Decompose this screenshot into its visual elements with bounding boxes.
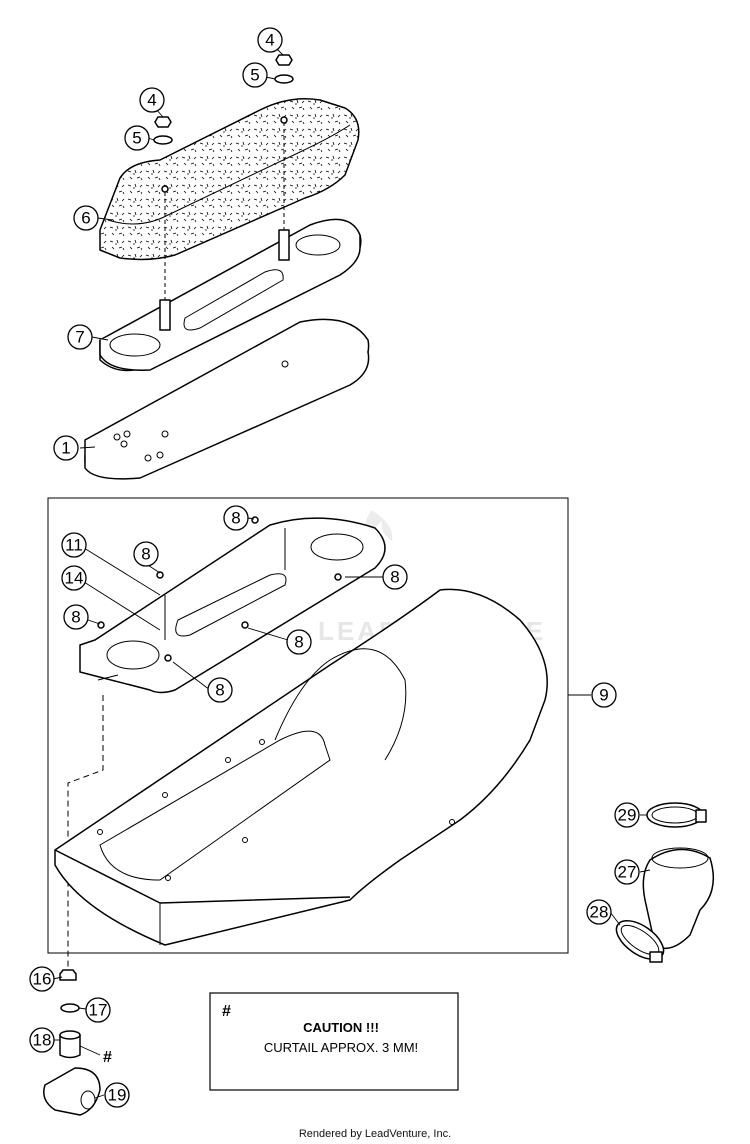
svg-text:8: 8 [215,681,224,700]
svg-text:4: 4 [265,31,274,50]
svg-text:6: 6 [81,209,90,228]
callout-19: 19 [104,1082,130,1108]
callout-11: 11 [61,532,87,558]
callout-1: 1 [53,435,79,461]
svg-text:11: 11 [65,536,83,555]
callout-9: 9 [591,682,617,708]
clamp-28 [615,919,665,963]
caution-title: CAUTION !!! [303,1020,379,1035]
svg-text:5: 5 [132,129,141,148]
caution-text: CURTAIL APPROX. 3 MM! [264,1040,418,1055]
spacer-19 [43,1067,101,1116]
callout-8-right: 8 [382,564,408,590]
svg-text:18: 18 [33,1031,52,1050]
svg-text:29: 29 [618,806,637,825]
svg-text:19: 19 [108,1086,127,1105]
callout-29: 29 [614,802,640,828]
assembly-frame [47,497,569,954]
callout-8-middle: 8 [286,629,312,655]
svg-text:7: 7 [75,328,84,347]
callout-28: 28 [586,899,612,925]
svg-text:4: 4 [147,91,156,110]
callout-8-bottom: 8 [207,677,233,703]
callout-5-left: 5 [124,125,150,151]
callout-18: 18 [29,1027,55,1053]
callout-8-left: 8 [63,604,89,630]
caution-reference-mark: # [103,1049,112,1066]
svg-text:9: 9 [599,686,608,705]
callout-4-right: 4 [257,27,283,53]
callout-5-right: 5 [242,62,268,88]
callout-8-upper-left: 8 [133,541,159,567]
screw-16 [59,969,77,981]
leader-lines [52,47,651,1099]
base-plate [84,318,370,480]
svg-text:17: 17 [89,1001,108,1020]
callout-16: 16 [29,966,55,992]
callout-4-left: 4 [139,87,165,113]
nut-washer-right [274,54,294,124]
callout-27: 27 [614,859,640,885]
svg-text:5: 5 [250,66,259,85]
callout-14: 14 [61,565,87,591]
callout-17: 17 [85,997,111,1023]
callout-7: 7 [67,324,93,350]
clamp-29 [646,802,707,828]
svg-text:28: 28 [590,903,609,922]
svg-text:8: 8 [294,633,303,652]
caution-note: # CAUTION !!! CURTAIL APPROX. 3 MM! [209,992,459,1091]
svg-text:14: 14 [65,569,84,588]
nut-washer-left [153,116,173,193]
svg-text:8: 8 [141,545,150,564]
rubber-buffer-18 [59,1030,81,1059]
svg-text:27: 27 [618,863,637,882]
svg-text:1: 1 [61,439,70,458]
washer-17 [60,1003,80,1013]
mounting-plate [79,516,386,694]
svg-text:8: 8 [390,568,399,587]
filter-support-plate [99,218,362,372]
callout-8-top: 8 [223,505,249,531]
caution-hash: # [222,1003,231,1020]
rubber-sleeve-27 [642,847,715,950]
svg-text:8: 8 [231,509,240,528]
callout-6: 6 [73,205,99,231]
svg-text:8: 8 [71,608,80,627]
air-box [54,588,548,946]
svg-text:16: 16 [33,970,52,989]
footer-credit: Rendered by LeadVenture, Inc. [299,1128,451,1140]
